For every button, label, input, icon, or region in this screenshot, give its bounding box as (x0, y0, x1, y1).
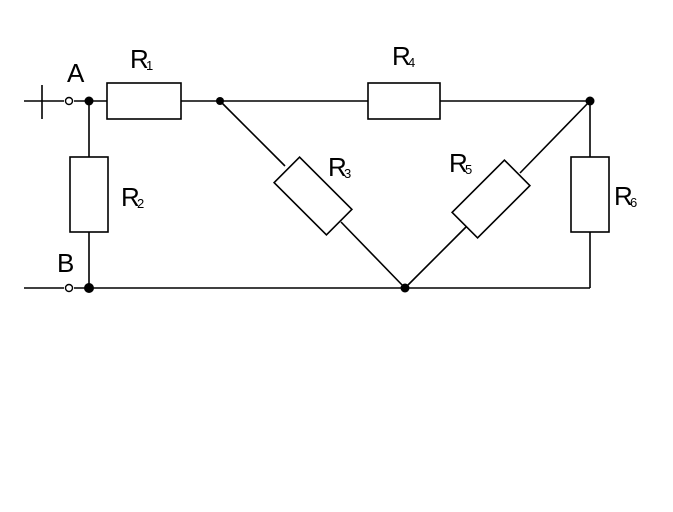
resistor-r4-index: 4 (408, 55, 415, 70)
resistor-r6 (570, 156, 610, 233)
node-n1 (216, 97, 224, 105)
resistor-r3-index: 3 (344, 166, 351, 181)
terminal-a (64, 96, 74, 106)
terminals (64, 96, 74, 293)
resistor-r6-letter: R (614, 181, 633, 211)
resistor-r3 (272, 155, 354, 237)
node-a-junction (84, 96, 94, 106)
resistor-r2-index: 2 (137, 196, 144, 211)
node-n3 (400, 283, 410, 293)
resistors (69, 82, 610, 240)
labels: A B R 1 R 2 R 3 R 4 R 5 R 6 (57, 41, 637, 278)
nodes (84, 96, 595, 293)
wire-n1-r3 (219, 100, 286, 167)
resistor-r1-letter: R (130, 44, 149, 74)
terminal-b-label: B (57, 248, 74, 278)
resistor-r6-index: 6 (630, 195, 637, 210)
wire-r3-n3 (340, 221, 406, 289)
resistor-r5-letter: R (449, 148, 468, 178)
node-n2 (585, 96, 595, 106)
resistor-r2-letter: R (121, 182, 140, 212)
resistor-r5-index: 5 (465, 162, 472, 177)
resistor-r3-letter: R (328, 152, 347, 182)
resistor-r2 (69, 156, 109, 233)
terminal-b (64, 283, 74, 293)
node-b-junction (84, 283, 94, 293)
wire-n3-r5 (404, 226, 467, 289)
resistor-r4-letter: R (392, 41, 411, 71)
resistor-r1 (106, 82, 182, 120)
wires (24, 85, 591, 289)
wire-r5-n2 (519, 100, 591, 174)
terminal-a-label: A (67, 58, 85, 88)
resistor-r4 (367, 82, 441, 120)
resistor-r1-index: 1 (146, 58, 153, 73)
resistor-r5 (450, 158, 532, 240)
